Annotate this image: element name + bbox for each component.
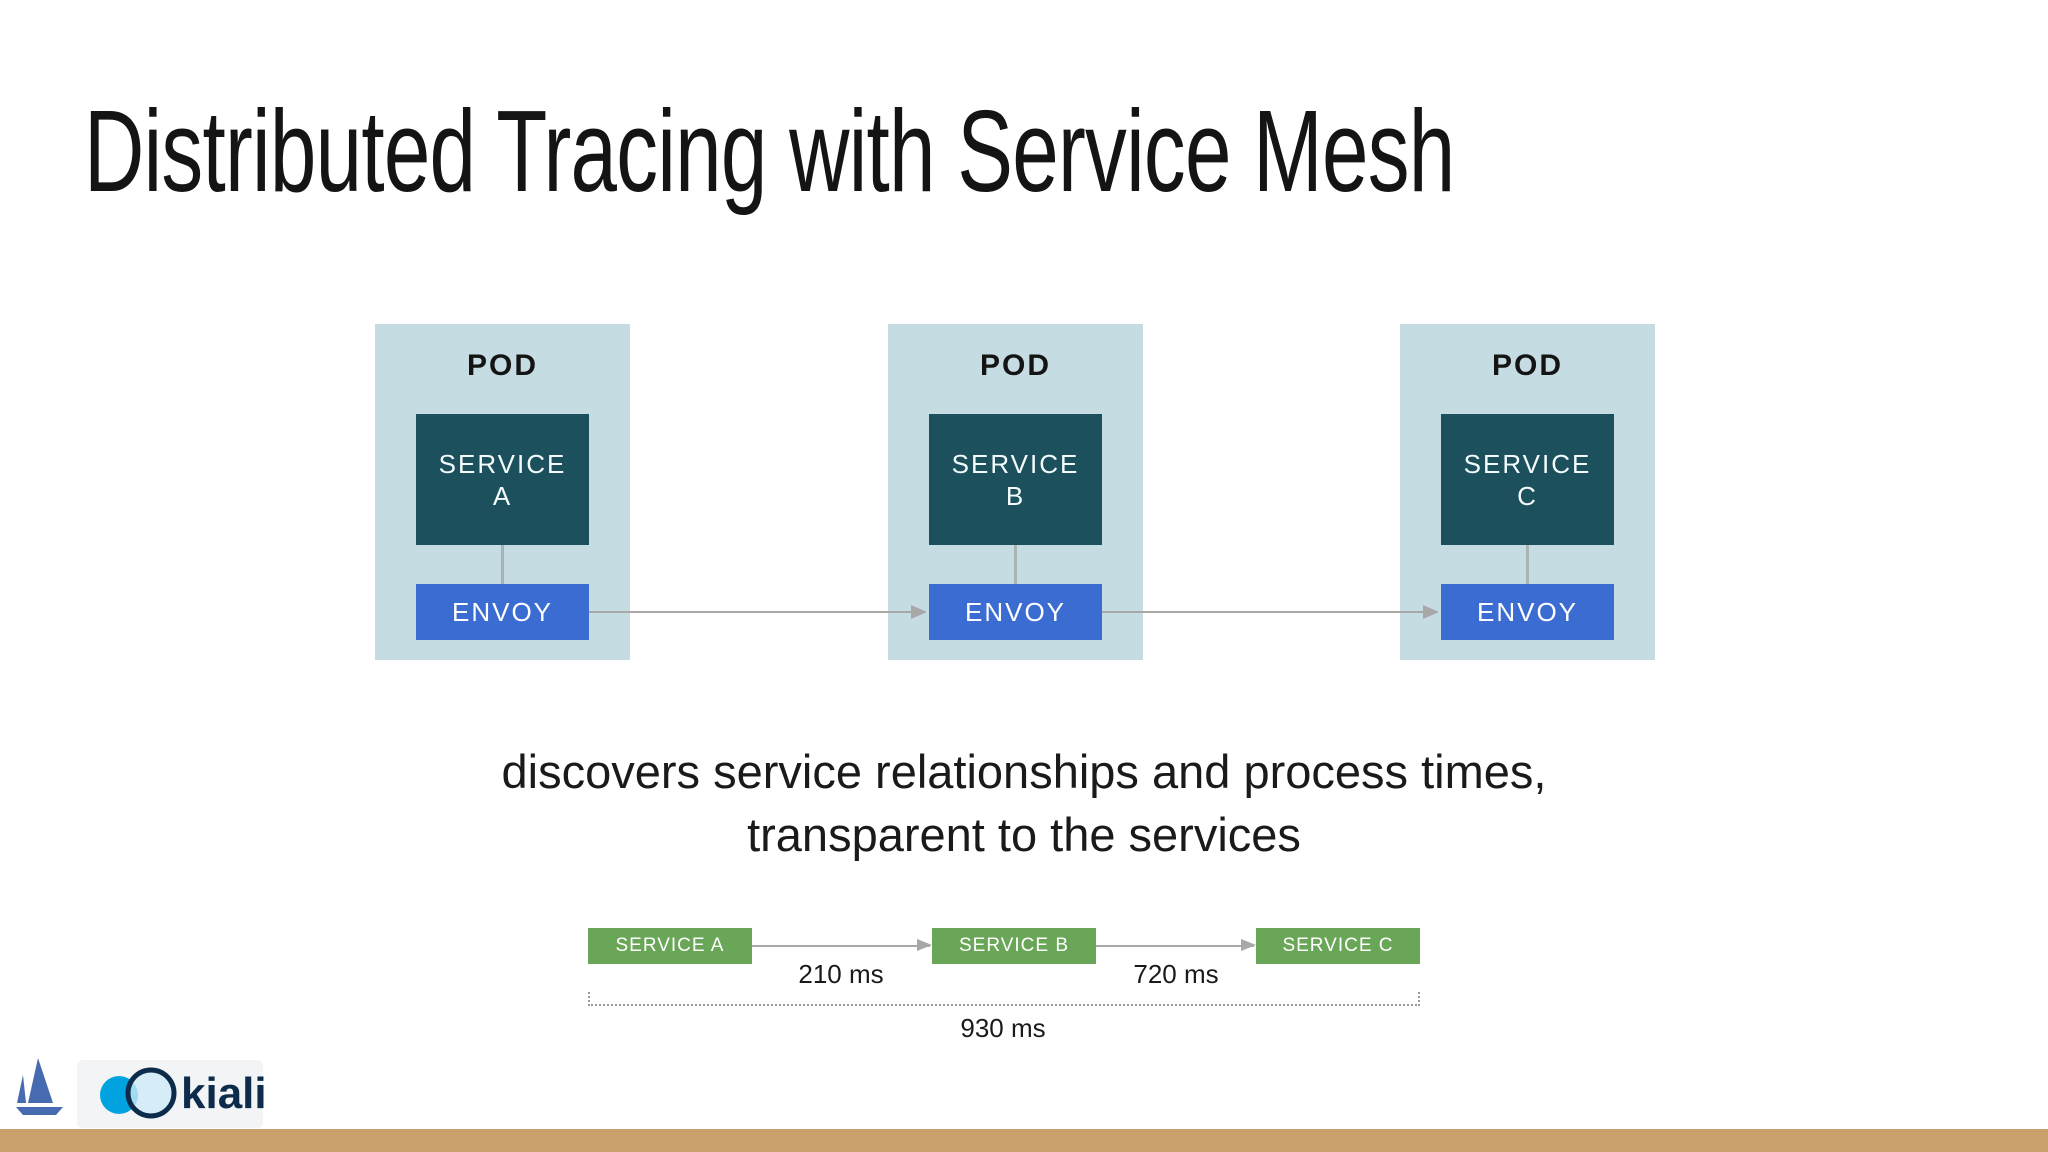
service-b-box: SERVICE B [929,414,1102,545]
service-c-box: SERVICE C [1441,414,1614,545]
service-a-box: SERVICE A [416,414,589,545]
caption-line2: transparent to the services [747,808,1301,861]
trace-arrow-b-to-c [1096,939,1256,951]
pod-a: POD SERVICE A ENVOY [375,324,630,660]
service-b-envoy-connector [1014,545,1017,584]
caption: discovers service relationships and proc… [0,740,2048,866]
envoy-c-box: ENVOY [1441,584,1614,640]
pod-b-label: POD [979,349,1051,382]
trace-duration-b-c: 720 ms [1133,959,1219,989]
service-c-line1: SERVICE [1463,448,1592,479]
service-b-line1: SERVICE [951,448,1080,479]
service-a-label: SERVICE A [439,448,567,512]
envoy-a-box: ENVOY [416,584,589,640]
envoy-c-label: ENVOY [1476,596,1579,627]
trace-service-c-box: SERVICE C [1256,928,1420,964]
trace-duration-a-b: 210 ms [798,959,884,989]
bottom-accent-bar [0,1129,2048,1152]
pod-c-label: POD [1491,349,1563,382]
service-a-envoy-connector [501,545,504,584]
trace-arrow-a-to-b [752,939,932,951]
envoy-a-to-b-arrow [589,605,927,619]
service-c-line2: C [1517,480,1538,511]
envoy-a-label: ENVOY [451,596,554,627]
service-a-line2: A [492,480,513,511]
kiali-logo: kiali [77,1060,267,1128]
trace-service-b-box: SERVICE B [932,928,1096,964]
pod-a-label: POD [466,349,538,382]
service-a-line1: SERVICE [438,448,567,479]
caption-line1: discovers service relationships and proc… [501,745,1547,798]
envoy-b-to-c-arrow [1102,605,1439,619]
istio-sailboat-icon [16,1058,63,1115]
kiali-wordmark: kiali [181,1069,267,1118]
service-b-label: SERVICE B [952,448,1080,512]
envoy-b-box: ENVOY [929,584,1102,640]
envoy-b-label: ENVOY [964,596,1067,627]
service-c-envoy-connector [1526,545,1529,584]
trace-total-duration: 930 ms [960,1013,1046,1043]
pod-c: POD SERVICE C ENVOY [1400,324,1655,660]
page-title: Distributed Tracing with Service Mesh [84,86,1455,216]
service-c-label: SERVICE C [1464,448,1592,512]
service-b-line2: B [1005,480,1026,511]
trace-total-bracket [588,992,1420,1006]
trace-service-a-box: SERVICE A [588,928,752,964]
pod-b: POD SERVICE B ENVOY [888,324,1143,660]
kiali-circles-icon [100,1067,177,1119]
